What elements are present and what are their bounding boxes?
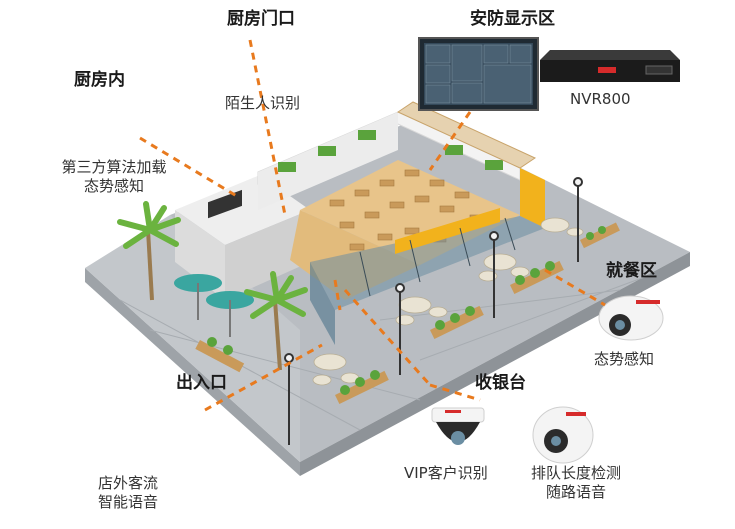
- label-third-party-line1: 第三方算法加载: [61, 158, 167, 176]
- line-cashier-2: [429, 383, 481, 402]
- glass-facade-lower: [310, 262, 335, 345]
- label-dining-area: 就餐区: [606, 261, 657, 281]
- label-third-party-algorithm: 第三方算法加载 态势感知: [44, 158, 184, 196]
- label-situation-awareness: 态势感知: [594, 350, 655, 368]
- label-vip-recognition: VIP客户识别: [404, 464, 488, 482]
- turret-camera-icon: [532, 406, 594, 464]
- label-entrance: 出入口: [176, 373, 227, 393]
- facade-banner: [395, 208, 500, 254]
- palm-tree-icon: [244, 271, 308, 371]
- line-dining: [544, 268, 606, 307]
- dome-camera-icon: [431, 407, 485, 445]
- label-queue-detection: 排队长度检测 随路语音: [514, 464, 638, 502]
- label-cashier: 收银台: [475, 373, 526, 393]
- indicator-lines: [139, 39, 606, 412]
- awning: [396, 101, 537, 169]
- label-security-display: 安防显示区: [470, 9, 555, 29]
- kitchen-appliance: [208, 189, 242, 219]
- ground-left-plate: [85, 215, 300, 462]
- label-third-party-line2: 态势感知: [83, 177, 144, 195]
- line-cashier-1: [343, 288, 432, 387]
- planter-greens: [207, 226, 606, 395]
- ground-front-edge: [300, 252, 690, 476]
- wall-plants: [278, 130, 503, 172]
- label-queue-line1: 排队长度检测: [530, 464, 621, 482]
- monitor-icon: [418, 37, 539, 111]
- line-entrance: [204, 343, 323, 412]
- label-kitchen-door: 厨房门口: [227, 9, 295, 29]
- label-nvr-model: NVR800: [570, 90, 631, 108]
- yellow-side-wall: [520, 168, 545, 228]
- line-kitchen-door: [248, 39, 287, 216]
- line-kitchen-inside: [139, 136, 241, 200]
- line-door-in: [333, 279, 342, 311]
- glass-facade: [310, 216, 545, 310]
- palm-tree-icon: [117, 201, 181, 301]
- label-outdoor-line2: 智能语音: [97, 493, 158, 511]
- label-queue-line2: 随路语音: [545, 483, 606, 501]
- ground-left-edge: [85, 268, 300, 476]
- dome-camera-icon: [598, 295, 664, 341]
- line-security: [428, 111, 472, 171]
- label-outdoor-line1: 店外客流: [97, 474, 158, 492]
- label-stranger-recognition: 陌生人识别: [225, 94, 301, 112]
- kitchen-block-side: [225, 210, 310, 300]
- street-lamp-icon: [284, 177, 583, 445]
- label-kitchen-inside: 厨房内: [74, 70, 125, 90]
- nvr-recorder-icon: [540, 50, 680, 82]
- umbrella-icon: [174, 274, 254, 337]
- glass-mullions: [359, 217, 516, 297]
- label-outdoor-traffic: 店外客流 智能语音: [80, 474, 176, 512]
